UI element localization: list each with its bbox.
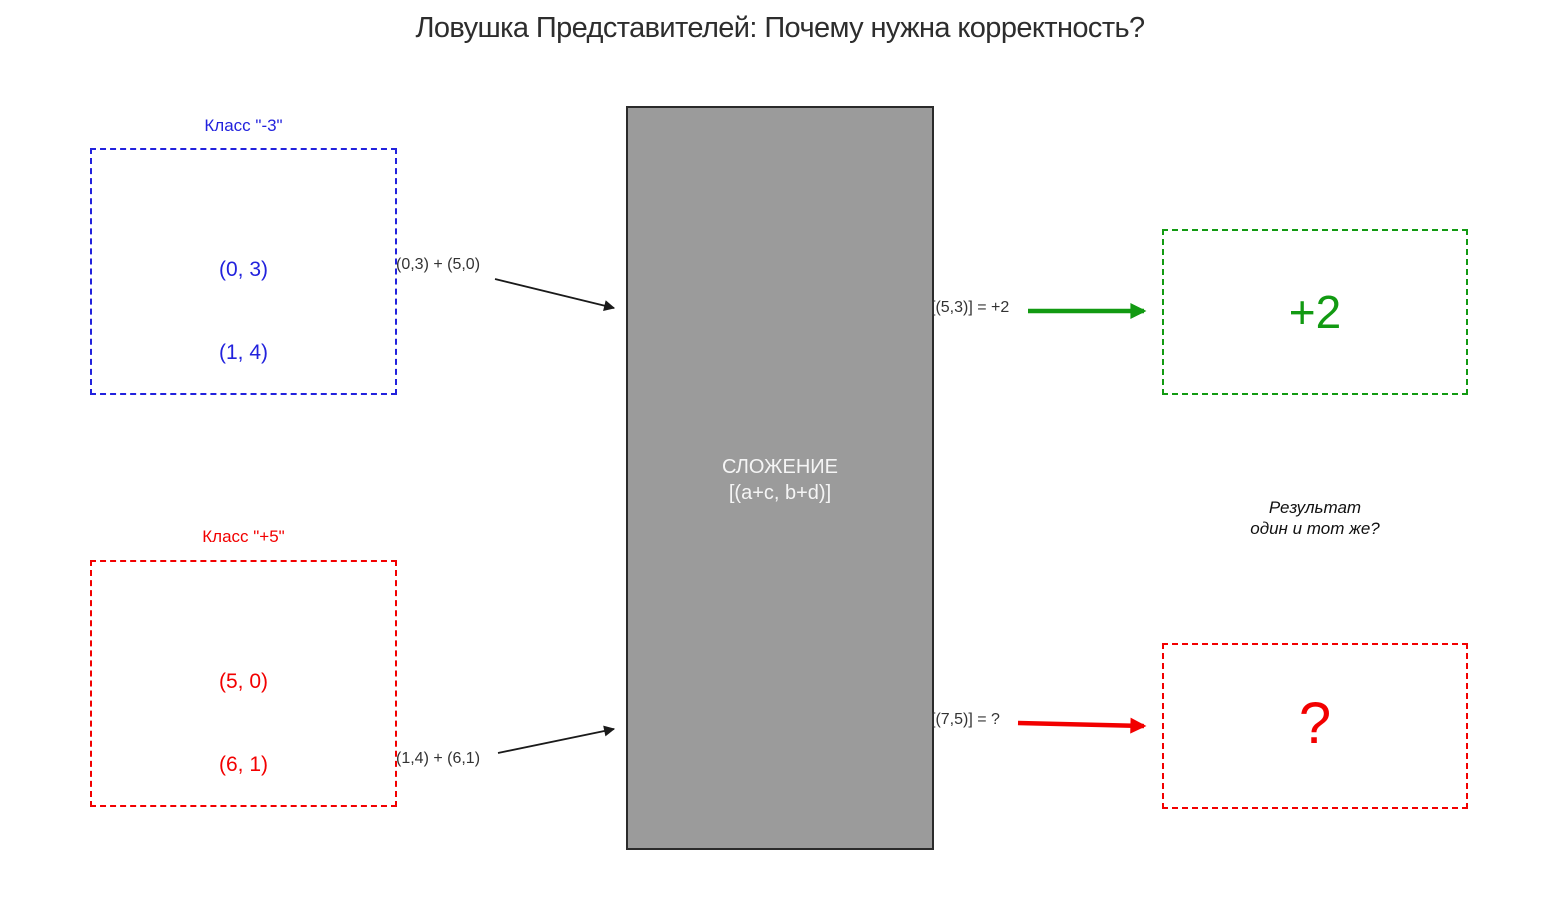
result-box-unknown: ? (1162, 643, 1468, 809)
pair-item: (0, 3) (218, 258, 268, 281)
arrow-bottom-input (497, 725, 616, 754)
operation-box-text: СЛОЖЕНИЕ [(a+c, b+d)] (628, 454, 932, 506)
pair-item: (5, 0) (218, 670, 268, 693)
class-minus3-box: (0, 3) (1, 4) (90, 148, 397, 395)
page-title: Ловушка Представителей: Почему нужна кор… (415, 12, 1145, 44)
top-output-label: [(5,3)] = +2 (931, 299, 1010, 316)
operation-box: СЛОЖЕНИЕ [(a+c, b+d)] (626, 106, 934, 850)
class-plus5-box: (5, 0) (6, 1) (90, 560, 397, 807)
result-value-unknown: ? (1298, 690, 1332, 756)
bottom-output-label: [(7,5)] = ? (931, 711, 1000, 728)
operation-formula: [(a+c, b+d)] (728, 482, 832, 504)
bottom-input-label: (1,4) + (6,1) (396, 750, 481, 767)
class-minus3-label: Класс "-3" (204, 116, 283, 135)
result-value-correct: +2 (1288, 286, 1342, 338)
result-box-correct: +2 (1162, 229, 1468, 395)
pair-item: (1, 4) (218, 341, 268, 364)
arrow-top-input (494, 278, 616, 311)
operation-name: СЛОЖЕНИЕ (722, 456, 838, 478)
top-input-label: (0,3) + (5,0) (396, 256, 481, 273)
question-text: Результат один и тот же? (1162, 497, 1468, 539)
arrow-bottom-output (1017, 717, 1147, 734)
question-line: Результат (1268, 498, 1362, 517)
question-line: один и тот же? (1250, 519, 1380, 538)
class-plus5-label: Класс "+5" (202, 527, 285, 546)
pair-item: (6, 1) (218, 753, 268, 776)
